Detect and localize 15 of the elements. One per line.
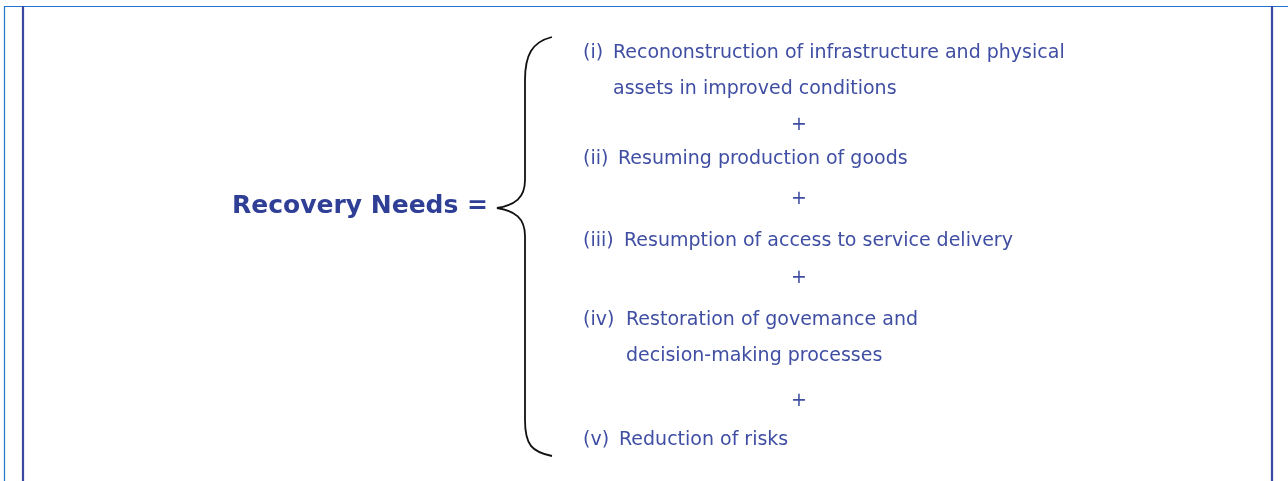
plus-sign: + bbox=[791, 264, 807, 289]
item-number: (v) bbox=[583, 426, 610, 451]
item-text: Resumption of access to service delivery bbox=[624, 227, 1013, 252]
item-text: Restoration of govemance and decision-making processes bbox=[626, 306, 919, 367]
item-text: Resuming production of goods bbox=[618, 145, 908, 170]
item-text: Recononstruction of infrastructure and physical assets in improved conditions bbox=[613, 39, 1066, 100]
item-number: (ii) bbox=[583, 145, 609, 170]
equation-heading: Recovery Needs = bbox=[232, 189, 489, 221]
item-number: (iii) bbox=[583, 227, 614, 252]
plus-sign: + bbox=[791, 185, 807, 210]
plus-sign: + bbox=[791, 111, 807, 136]
item-number: (i) bbox=[583, 39, 604, 64]
item-text: Reduction of risks bbox=[619, 426, 789, 451]
plus-sign: + bbox=[791, 387, 807, 412]
item-number: (iv) bbox=[583, 306, 615, 331]
